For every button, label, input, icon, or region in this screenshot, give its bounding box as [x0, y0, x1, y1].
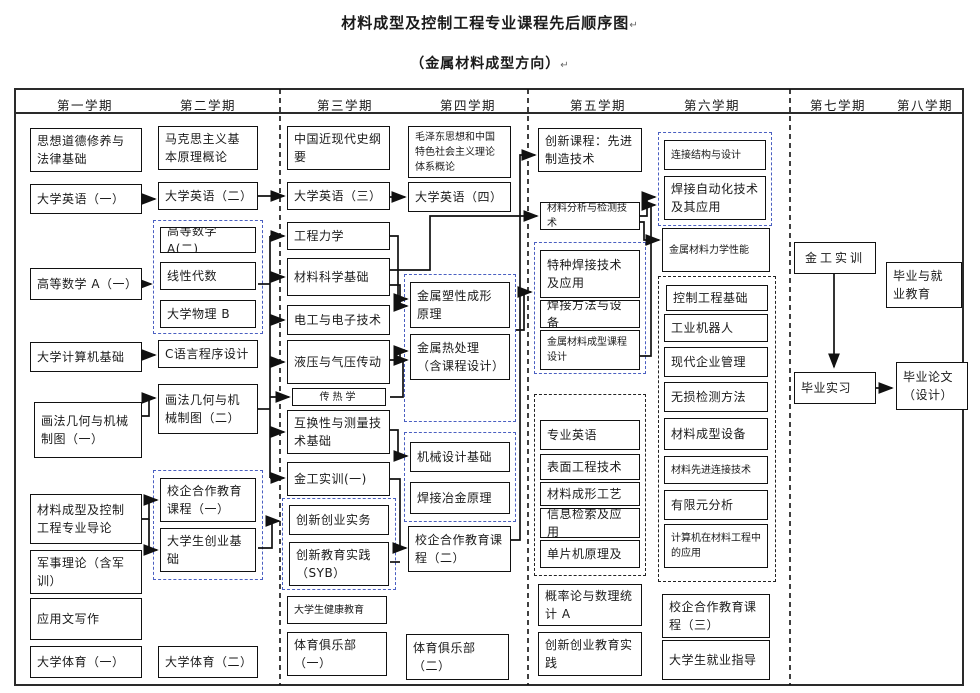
course-box: 大学英语（二） [158, 182, 258, 210]
course-box: 军事理论（含军训） [30, 550, 142, 594]
course-box: 大学英语（一） [30, 184, 142, 214]
semester-header: 第四学期 [439, 98, 497, 113]
course-box: 焊接方法与设备 [540, 300, 640, 328]
course-box: 金属塑性成形原理 [410, 282, 510, 328]
course-box: 焊接冶金原理 [410, 482, 510, 514]
paragraph-mark-icon: ↵ [629, 20, 639, 31]
course-box: 毕业实习 [794, 372, 876, 404]
course-box: 大学生创业基础 [160, 528, 256, 572]
course-box: 单片机原理及 [540, 540, 640, 568]
course-box: 特种焊接技术及应用 [540, 250, 640, 298]
course-box: 专业英语 [540, 420, 640, 450]
course-box: 创新创业教育实践 [538, 632, 642, 676]
semester-header: 第六学期 [683, 98, 741, 113]
course-box: 材料成形工艺 [540, 482, 640, 506]
flow-arrow [640, 191, 657, 217]
semester-header: 第三学期 [316, 98, 374, 113]
course-box: 体育俱乐部（二） [406, 634, 509, 680]
semester-header: 第二学期 [179, 98, 237, 113]
course-box: 大学生就业指导 [662, 640, 770, 680]
course-box: 大学物理 B [160, 300, 256, 328]
course-box: 线性代数 [160, 262, 256, 290]
flow-arrow [516, 286, 533, 331]
course-box: 大学计算机基础 [30, 342, 142, 372]
course-box: 无损检测方法 [664, 382, 768, 412]
course-box: 大学英语（三） [287, 182, 390, 210]
course-box: 大学体育（一） [30, 646, 142, 678]
course-box: 控制工程基础 [666, 285, 768, 311]
course-group [658, 276, 776, 582]
course-box: 传热学 [292, 388, 386, 406]
semester-header: 第七学期 [809, 98, 867, 113]
semester-header: 第一学期 [56, 98, 114, 113]
course-box: 互换性与测量技术基础 [287, 410, 390, 454]
course-box: 大学生健康教育 [287, 596, 387, 624]
course-box: 大学体育（二） [158, 646, 258, 678]
semester-header: 第八学期 [896, 98, 954, 113]
course-box: 现代企业管理 [664, 347, 768, 377]
course-box: 创新创业实务 [289, 505, 389, 535]
flow-arrow [390, 210, 539, 271]
flow-arrow [640, 221, 661, 246]
flow-arrow [141, 392, 157, 417]
course-box: 材料科学基础 [287, 258, 390, 296]
course-box: 信息检索及应用 [540, 508, 640, 538]
course-box: 画法几何与机械制图（二） [158, 384, 258, 434]
course-box: 材料成型及控制工程专业导论 [30, 494, 142, 544]
course-box: 校企合作教育课程（三） [662, 594, 770, 638]
course-box: 表面工程技术 [540, 454, 640, 480]
course-box: 金工实训 [794, 242, 876, 274]
course-group [153, 220, 263, 334]
course-box: 金属材料成型课程设计 [540, 330, 640, 370]
course-box: 高等数学 A（一） [30, 268, 142, 300]
page-title: 材料成型及控制工程专业课程先后顺序图↵ [341, 14, 639, 32]
course-box: 液压与气压传动 [287, 340, 390, 384]
course-box: 校企合作教育课程（一） [160, 478, 256, 522]
page-subtitle: （金属材料成型方向）↵ [410, 56, 570, 72]
course-box: 电工与电子技术 [287, 305, 390, 335]
course-box: 有限元分析 [664, 490, 768, 520]
course-box: 毛泽东思想和中国特色社会主义理论体系概论 [408, 126, 511, 178]
course-box: 材料先进连接技术 [664, 456, 768, 484]
course-box: 马克思主义基本原理概论 [158, 126, 258, 170]
course-box: 概率论与数理统计 A [538, 584, 642, 626]
course-box: 材料成型设备 [664, 418, 768, 450]
diagram-header: 材料成型及控制工程专业课程先后顺序图↵ （金属材料成型方向）↵ [0, 0, 980, 73]
course-box: 金属材料力学性能 [662, 228, 770, 272]
course-box: 高等数学 A(二) [160, 227, 256, 253]
course-box: 体育俱乐部（一） [287, 632, 387, 676]
course-box: 计算机在材料工程中的应用 [664, 524, 768, 568]
course-box: 金属热处理（含课程设计） [410, 334, 510, 380]
course-box: 材料分析与检测技术 [540, 202, 640, 230]
course-box: 大学英语（四） [408, 182, 511, 212]
header-underline [14, 112, 964, 114]
course-box: 中国近现代史纲要 [287, 126, 390, 170]
course-box: 焊接自动化技术及其应用 [664, 176, 766, 220]
course-box: 思想道德修养与法律基础 [30, 128, 142, 172]
course-group [658, 132, 772, 226]
course-box: 连接结构与设计 [664, 140, 766, 170]
course-box: 画法几何与机械制图（一） [34, 402, 142, 458]
course-box: 创新教育实践（SYB） [289, 542, 389, 586]
course-box: 毕业与就业教育 [886, 262, 962, 308]
course-box: 工业机器人 [664, 314, 768, 342]
course-box: C语言程序设计 [158, 340, 258, 368]
course-box: 毕业论文（设计） [896, 362, 968, 410]
course-box: 金工实训(一) [287, 462, 390, 496]
semester-header: 第五学期 [569, 98, 627, 113]
course-box: 校企合作教育课程（二） [408, 526, 511, 572]
course-box: 应用文写作 [30, 598, 142, 640]
course-box: 工程力学 [287, 222, 390, 250]
course-box: 机械设计基础 [410, 442, 510, 472]
paragraph-mark-icon: ↵ [560, 60, 570, 71]
course-box: 创新课程：先进制造技术 [538, 128, 642, 172]
